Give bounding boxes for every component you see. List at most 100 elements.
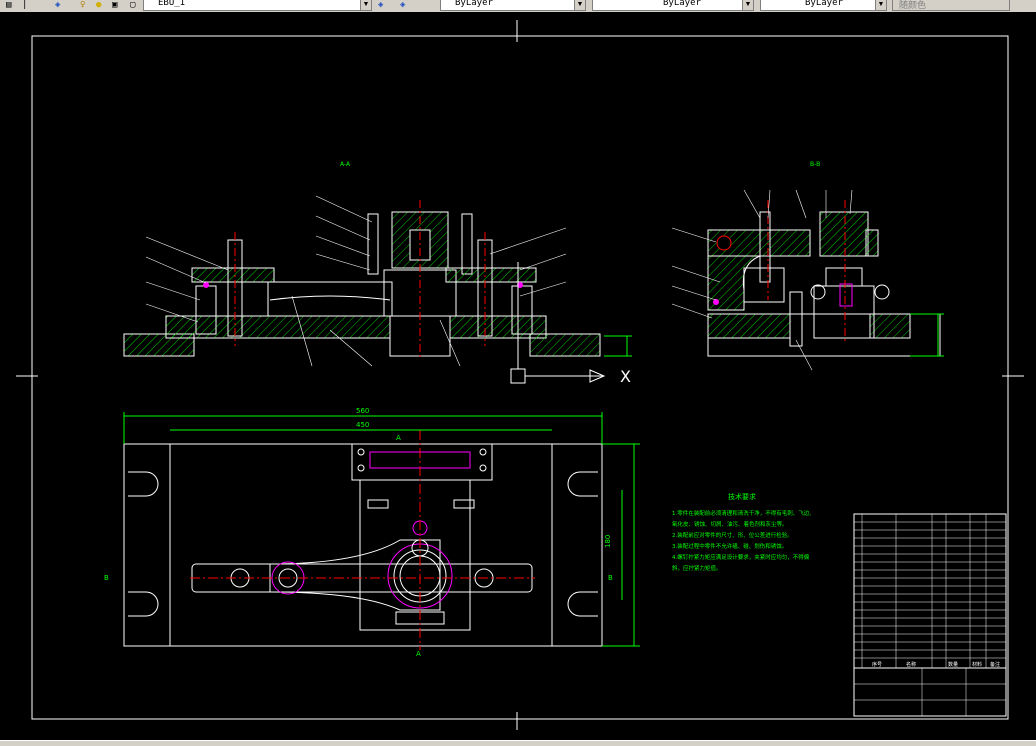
leader-lines-a: [145, 195, 567, 367]
right-clamp-arm: [445, 267, 537, 283]
tech-req-line-2: 氧化皮、锈蚀、切屑、油污、着色剂和灰尘等。: [672, 520, 788, 528]
b-spring: [839, 283, 853, 307]
view-mark-right: B: [608, 574, 613, 582]
plan-clamp-a: [367, 499, 389, 509]
properties-toolbar: ▤ | ◈ ♀ ● ▣ ▢ EBU_1 ▼ ◈ ◈ ByLayer ▼ ByLa…: [0, 0, 1036, 13]
color-dropdown[interactable]: ByLayer ▼: [440, 0, 586, 11]
b-clamp-cap: [825, 267, 863, 287]
color-dropdown-value: ByLayer: [455, 0, 493, 8]
b-plate-tab: [865, 229, 879, 257]
view-mark-bottom: A: [416, 650, 421, 658]
base-plate: [165, 315, 547, 339]
stud-a: [367, 213, 379, 275]
left-pin-marker: [203, 282, 209, 288]
tech-req-line-5: 4.螺钉拧紧力矩应满足设计要求，夹紧时应均匀，不得偏: [672, 553, 810, 561]
b-clamp-body: [813, 285, 875, 339]
plan-conrod-small-hole: [278, 568, 298, 588]
plan-base-outline: [123, 443, 603, 647]
b-slot: [743, 267, 785, 303]
tech-req-line-6: 斜，应拧紧力矩值。: [672, 564, 722, 572]
ucs-x-arrow: [589, 369, 606, 383]
workpiece: [267, 281, 393, 317]
b-base-left: [707, 313, 791, 339]
linetype-dropdown[interactable]: ByLayer ▼: [592, 0, 754, 11]
parts-list-frame: [853, 513, 1007, 669]
plan-base-inner: [169, 443, 553, 647]
slot-bottom-left: [128, 591, 159, 617]
chevron-down-icon[interactable]: ▼: [574, 0, 585, 10]
tech-req-line-4: 3.装配过程中零件不允许磕、碰、划伤和锈蚀。: [672, 542, 787, 550]
b-base-right: [869, 313, 911, 339]
tech-req-title: 技术要求: [728, 492, 756, 501]
plotstyle-dropdown-value: 随颜色: [899, 1, 927, 11]
layer-previous-icon[interactable]: ◈: [400, 0, 406, 10]
view-mark-top: A: [396, 434, 401, 442]
slot-top-left: [128, 471, 159, 497]
lineweight-dropdown[interactable]: ByLayer ▼: [760, 0, 887, 11]
b-arm-hole: [716, 235, 732, 251]
view-mark-left: B: [104, 574, 109, 582]
b-lever-pin-a: [810, 284, 826, 300]
plan-bolt-d: [479, 464, 487, 472]
lightbulb-icon[interactable]: ♀: [80, 0, 86, 10]
toolbar-separator: |: [22, 0, 28, 10]
leader-lines-b: [671, 189, 853, 371]
dim-inner-width: 450: [356, 421, 369, 429]
chevron-down-icon[interactable]: ▼: [875, 0, 886, 10]
parts-header-remark: 备注: [990, 661, 1000, 668]
b-stud: [759, 211, 771, 283]
title-block-grid: [854, 668, 1006, 716]
plan-conrod-body: [269, 539, 441, 611]
dim-height-right: 180: [604, 535, 612, 548]
chevron-down-icon[interactable]: ▼: [360, 0, 371, 10]
base-plate-left: [123, 333, 195, 357]
layer-states-icon[interactable]: ◈: [55, 0, 61, 10]
b-lever-pin-b: [874, 284, 890, 300]
parts-header-no: 序号: [872, 661, 882, 668]
parts-header-name: 名称: [906, 661, 916, 668]
title-block: 序号 名称 数量 材料 备注: [853, 513, 1007, 717]
slot-bottom-right: [567, 591, 598, 617]
parts-list-grid: [854, 514, 1006, 668]
window-bottom-edge: [0, 740, 1036, 746]
section-b-view: [671, 189, 944, 371]
slot-top-right: [567, 471, 598, 497]
drawing-frame: [31, 35, 1009, 720]
color-swatch-icon[interactable]: ▢: [130, 0, 136, 10]
plan-bolt-a: [357, 448, 365, 456]
b-bushing-plate: [819, 211, 869, 257]
plotstyle-dropdown[interactable]: 随颜色: [892, 0, 1010, 11]
tech-req-line-1: 1.零件在装配前必须清理和清洗干净，不得有毛刺、飞边、: [672, 509, 815, 517]
linetype-dropdown-value: ByLayer: [663, 0, 701, 8]
plan-bolt-c: [357, 464, 365, 472]
section-a-view: X: [123, 195, 632, 386]
lock-icon[interactable]: ▣: [112, 0, 118, 10]
layer-manager-icon[interactable]: ▤: [6, 0, 12, 10]
b-screw: [789, 291, 803, 347]
lineweight-dropdown-value: ByLayer: [805, 0, 843, 8]
plan-view: 560 450 180 A A B B: [104, 407, 640, 658]
parts-header-qty: 数量: [948, 661, 958, 668]
section-b-label: B-B: [810, 161, 820, 168]
layer-dropdown-value: EBU_1: [158, 0, 186, 8]
section-a-label: A-A: [340, 161, 351, 168]
cad-drawing: A-A B-B: [16, 20, 1024, 730]
dim-overall-width: 560: [356, 407, 369, 415]
plan-bolt-b: [479, 448, 487, 456]
sun-icon[interactable]: ●: [96, 0, 102, 10]
make-current-icon[interactable]: ◈: [378, 0, 384, 10]
base-plate-right: [529, 333, 601, 357]
workpiece-curve: [269, 295, 391, 301]
technical-requirements: 技术要求 1.零件在装配前必须清理和清洗干净，不得有毛刺、飞边、 氧化皮、锈蚀、…: [672, 492, 815, 572]
ucs-icon-box: [510, 368, 526, 384]
plan-clamp-b: [453, 499, 475, 509]
drawing-canvas[interactable]: A-A B-B: [0, 12, 1036, 742]
left-clamp-arm: [191, 267, 275, 283]
parts-header-material: 材料: [972, 661, 982, 668]
layer-dropdown[interactable]: EBU_1 ▼: [143, 0, 372, 11]
b-pin-marker: [713, 299, 719, 305]
chevron-down-icon[interactable]: ▼: [742, 0, 753, 10]
tech-req-line-3: 2.装配前应对零件的尺寸、形、位公差进行检验。: [672, 531, 793, 539]
title-block-frame: [853, 667, 1007, 717]
stud-b: [461, 213, 473, 275]
